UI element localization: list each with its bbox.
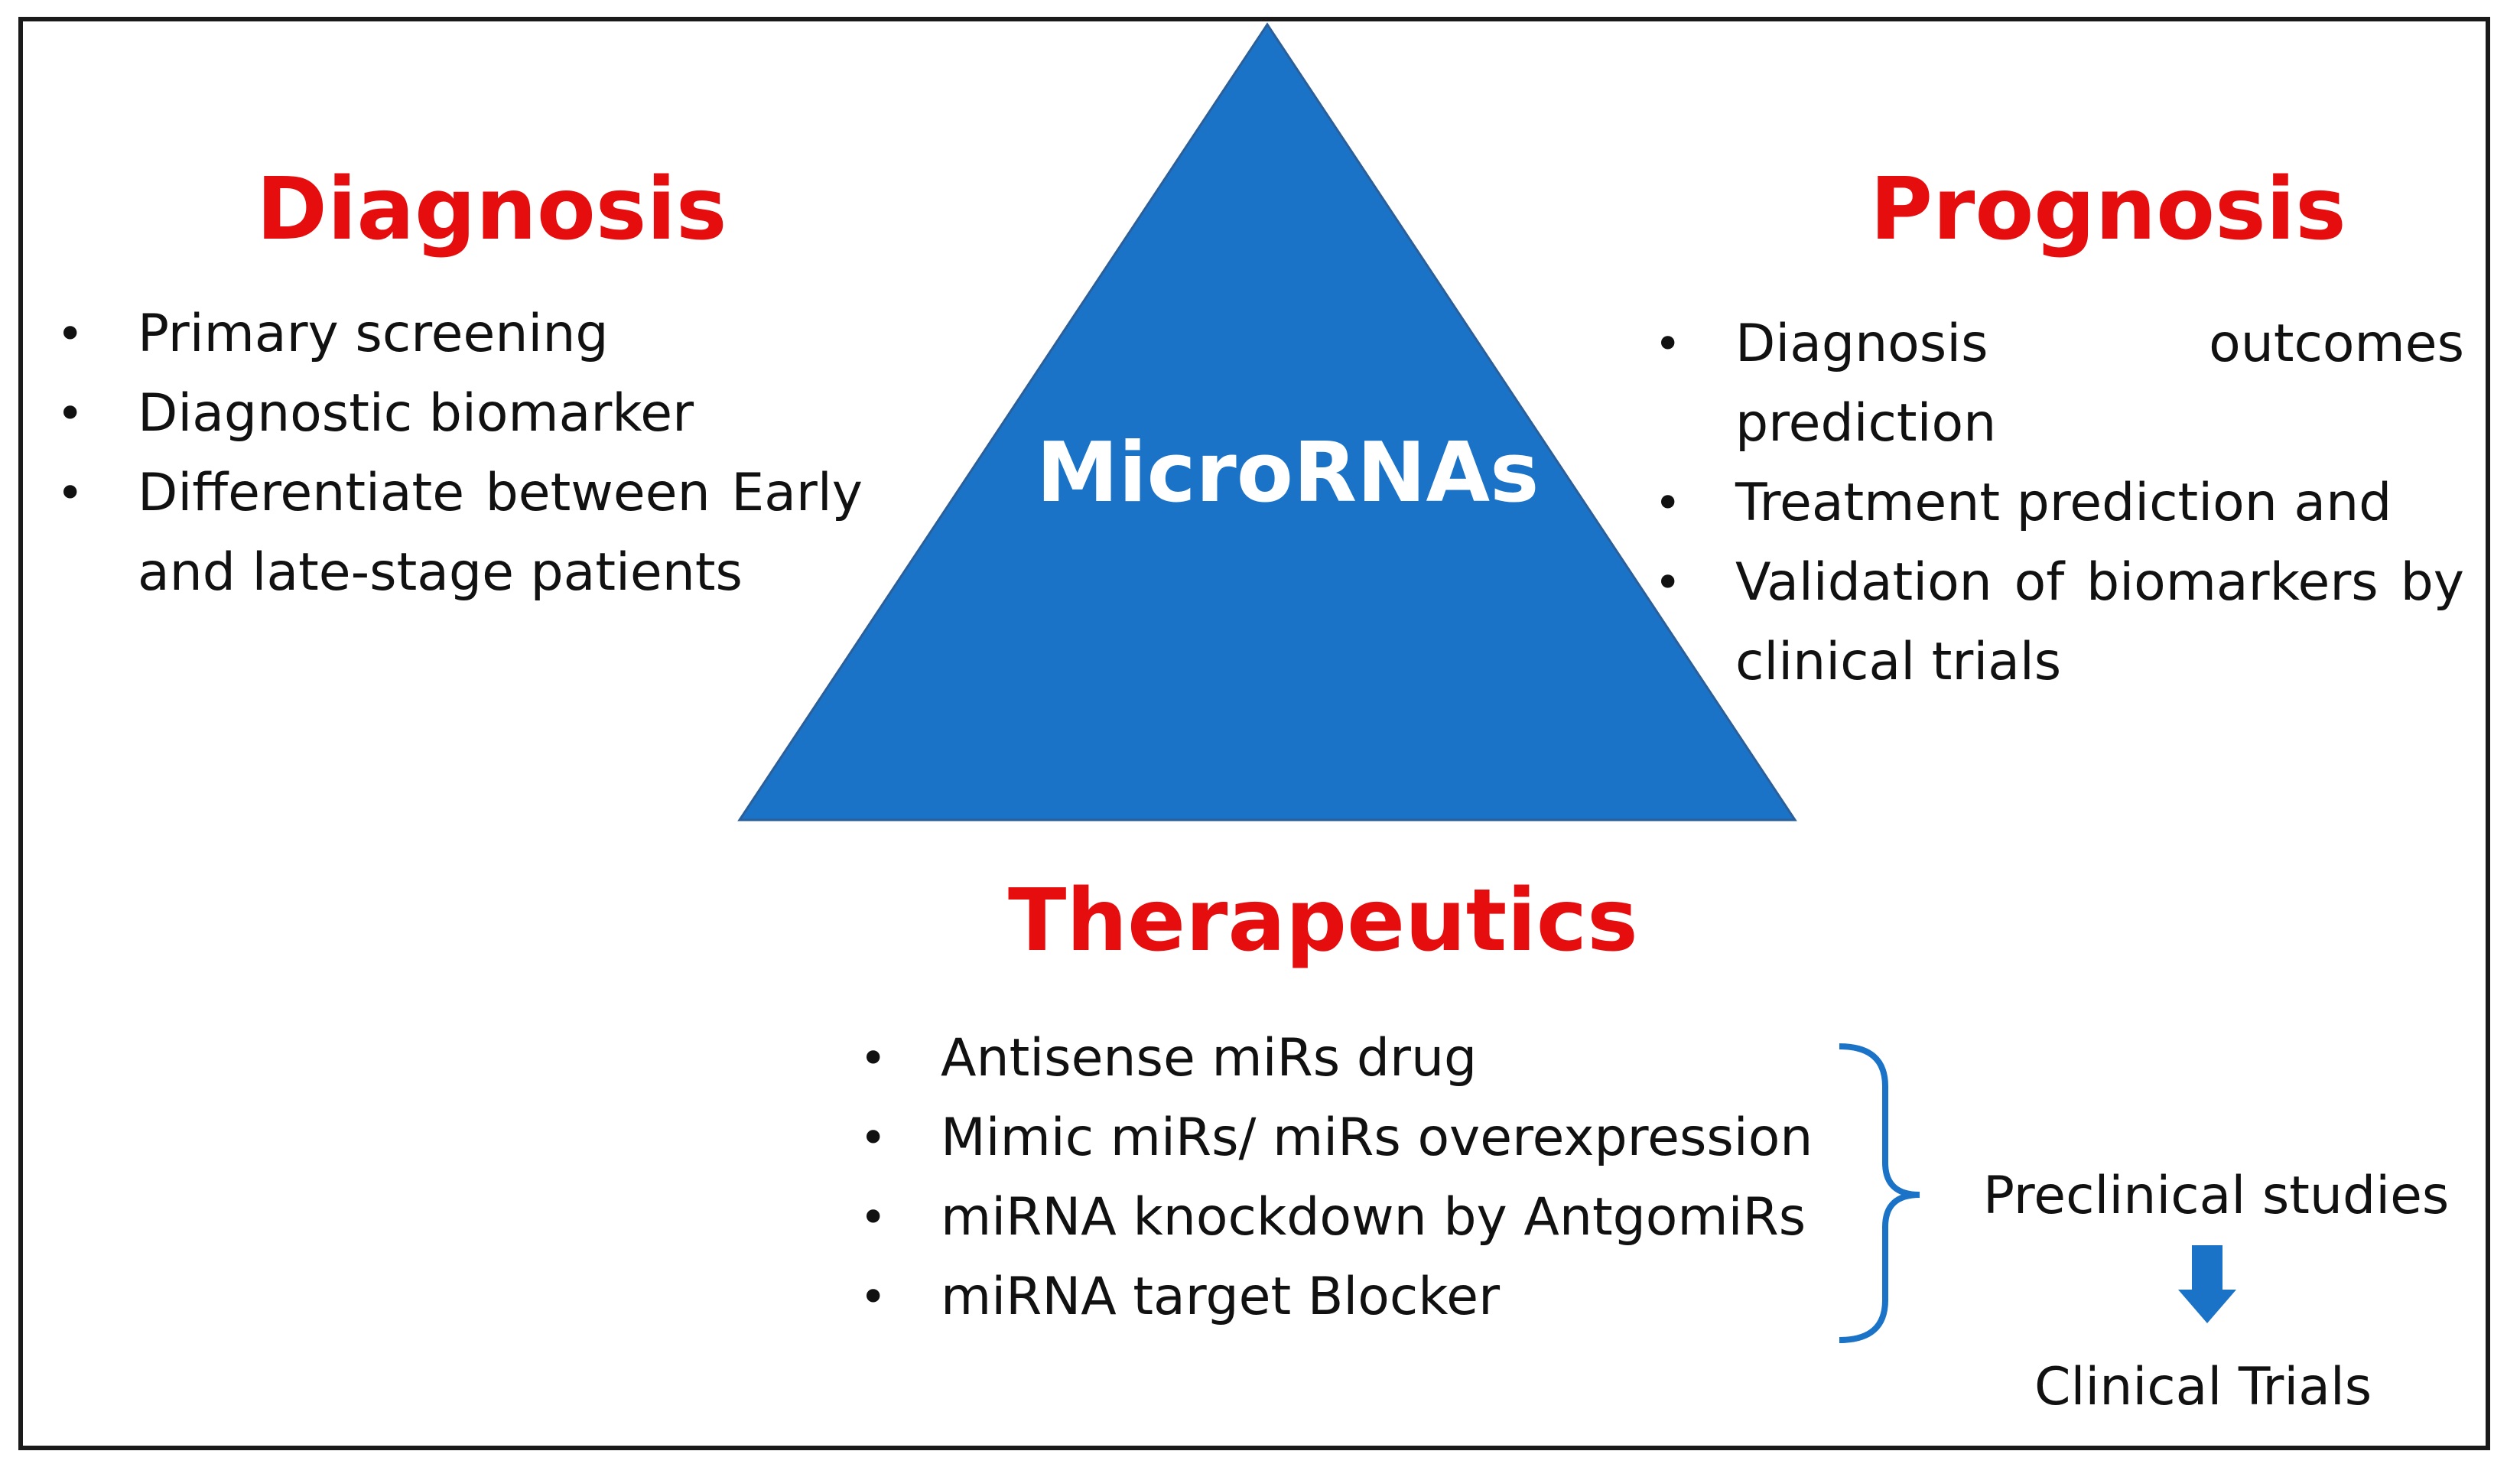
diagnosis-title: Diagnosis — [256, 160, 727, 259]
bullet-icon: • — [1654, 556, 1682, 610]
bullet-icon: • — [57, 307, 84, 361]
prognosis-item-text: Treatment prediction and — [1735, 473, 2392, 533]
preclinical-studies-label: Preclinical studies — [1983, 1166, 2450, 1226]
clinical-trials-label: Clinical Trials — [2034, 1357, 2372, 1417]
bullet-icon: • — [1654, 477, 1682, 530]
prognosis-list: • Diagnosis outcomes prediction • Treatm… — [1650, 304, 2464, 702]
bullet-icon: • — [1654, 317, 1682, 371]
diagnosis-item-text: Primary screening — [138, 304, 609, 364]
bullet-icon: • — [860, 1111, 887, 1165]
therapeutics-item-text: miRNA target Blocker — [941, 1267, 1501, 1327]
bullet-icon: • — [860, 1191, 887, 1244]
bullet-icon: • — [860, 1032, 887, 1085]
therapeutics-item-text: miRNA knockdown by AntgomiRs — [941, 1187, 1806, 1248]
prognosis-title: Prognosis — [1870, 160, 2346, 259]
bullet-icon: • — [860, 1270, 887, 1324]
therapeutics-list: • Antisense miRs drug • Mimic miRs/ miRs… — [855, 1019, 1872, 1337]
bullet-icon: • — [57, 467, 84, 520]
list-item: • Treatment prediction and — [1650, 464, 2464, 543]
list-item: • Antisense miRs drug — [855, 1019, 1872, 1098]
list-item: • Diagnostic biomarker — [52, 374, 863, 454]
bullet-icon: • — [57, 387, 84, 441]
diagnosis-item-text: Differentiate between Early and late-sta… — [138, 463, 863, 603]
list-item: • miRNA knockdown by AntgomiRs — [855, 1178, 1872, 1257]
therapeutics-item-text: Antisense miRs drug — [941, 1028, 1478, 1088]
list-item: • Diagnosis outcomes prediction — [1650, 304, 2464, 464]
list-item: • Validation of biomarkers by clinical t… — [1650, 543, 2464, 702]
therapeutics-item-text: Mimic miRs/ miRs overexpression — [941, 1108, 1813, 1168]
therapeutics-title: Therapeutics — [1008, 871, 1638, 971]
diagnosis-item-text: Diagnostic biomarker — [138, 383, 694, 444]
list-item: • miRNA target Blocker — [855, 1257, 1872, 1337]
center-label: MicroRNAs — [1036, 425, 1540, 521]
list-item: • Primary screening — [52, 294, 863, 374]
prognosis-item-text: Diagnosis outcomes prediction — [1735, 314, 2464, 454]
list-item: • Differentiate between Early and late-s… — [52, 454, 863, 613]
list-item: • Mimic miRs/ miRs overexpression — [855, 1098, 1872, 1178]
diagnosis-list: • Primary screening • Diagnostic biomark… — [52, 294, 863, 613]
prognosis-item-text: Validation of biomarkers by clinical tri… — [1735, 552, 2464, 692]
